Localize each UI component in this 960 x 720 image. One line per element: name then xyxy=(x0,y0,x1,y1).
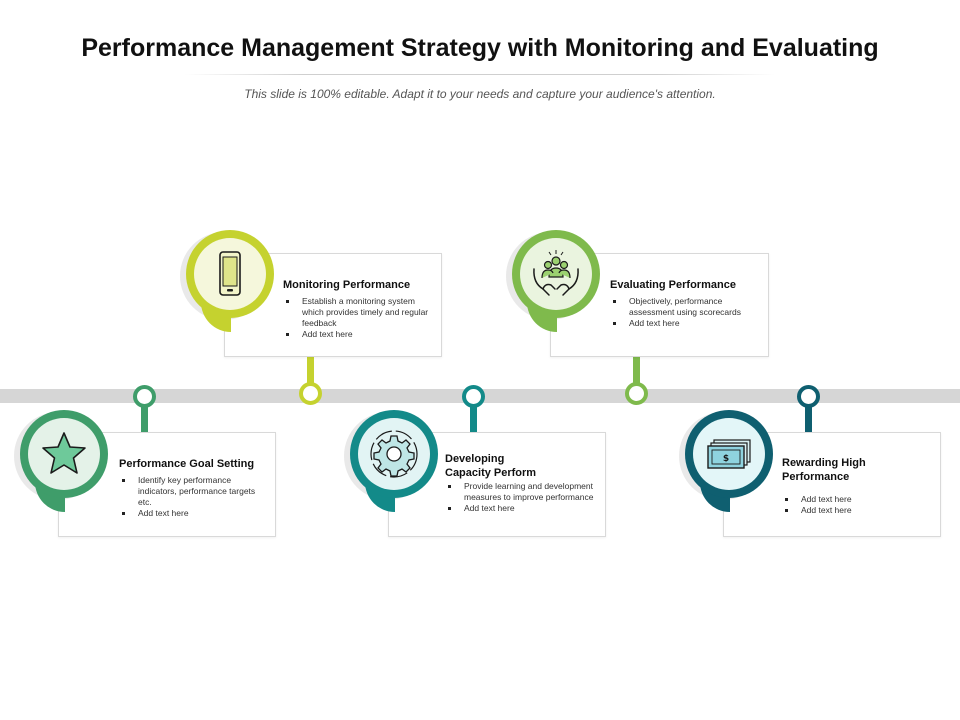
connector-stem-4 xyxy=(633,356,640,386)
svg-text:$: $ xyxy=(723,454,729,464)
step-title-line: Rewarding High xyxy=(782,457,866,469)
step-badge-goal-setting xyxy=(14,410,116,520)
step-bullets: Establish a monitoring system which prov… xyxy=(283,296,433,340)
connector-stem-3 xyxy=(470,403,477,433)
step-title: Monitoring Performance xyxy=(283,279,411,291)
timeline-node-3 xyxy=(462,385,485,408)
step-title: Evaluating Performance xyxy=(610,279,736,291)
step-bullets: Identify key performance indicators, per… xyxy=(119,475,269,519)
step-title: Performance Goal Setting xyxy=(119,458,255,470)
step-title-line: Developing xyxy=(445,453,505,465)
step-title: Developing Capacity Perform xyxy=(445,452,600,480)
step-title-line: Performance xyxy=(782,471,850,483)
step-badge-rewarding: $ xyxy=(679,410,781,520)
step-bullet: Add text here xyxy=(782,505,932,516)
step-badge-evaluating xyxy=(506,230,608,340)
step-bullet: Add text here xyxy=(445,503,595,514)
step-title-line: Capacity Perform xyxy=(445,467,537,479)
step-bullet: Provide learning and development measure… xyxy=(445,481,595,503)
timeline-node-4 xyxy=(625,382,648,405)
step-bullet: Add text here xyxy=(610,318,760,329)
gear-icon xyxy=(370,430,418,478)
title-divider xyxy=(185,74,775,75)
step-badge-monitoring xyxy=(180,230,282,340)
step-bullets: Objectively, performance assessment usin… xyxy=(610,296,760,329)
step-bullet: Establish a monitoring system which prov… xyxy=(283,296,433,329)
page-subtitle: This slide is 100% editable. Adapt it to… xyxy=(244,87,716,101)
team-in-hands-icon xyxy=(533,250,579,296)
step-bullet: Add text here xyxy=(119,508,269,519)
dollar-bills-icon: $ xyxy=(707,439,751,469)
mobile-phone-icon xyxy=(219,251,241,296)
step-bullet: Add text here xyxy=(782,494,932,505)
step-bullet: Add text here xyxy=(283,329,433,340)
connector-stem-5 xyxy=(805,403,812,433)
page-title: Performance Management Strategy with Mon… xyxy=(81,34,879,62)
step-bullet: Objectively, performance assessment usin… xyxy=(610,296,760,318)
timeline-node-5 xyxy=(797,385,820,408)
timeline-node-1 xyxy=(133,385,156,408)
step-badge-developing-capacity xyxy=(344,410,446,520)
step-bullets: Provide learning and development measure… xyxy=(445,481,595,514)
step-bullet: Identify key performance indicators, per… xyxy=(119,475,269,508)
step-title: Rewarding High Performance xyxy=(782,456,937,484)
connector-stem-2 xyxy=(307,356,314,386)
connector-stem-1 xyxy=(141,403,148,433)
step-bullets: Add text here Add text here xyxy=(782,494,932,516)
timeline-node-2 xyxy=(299,382,322,405)
star-icon xyxy=(42,432,86,474)
